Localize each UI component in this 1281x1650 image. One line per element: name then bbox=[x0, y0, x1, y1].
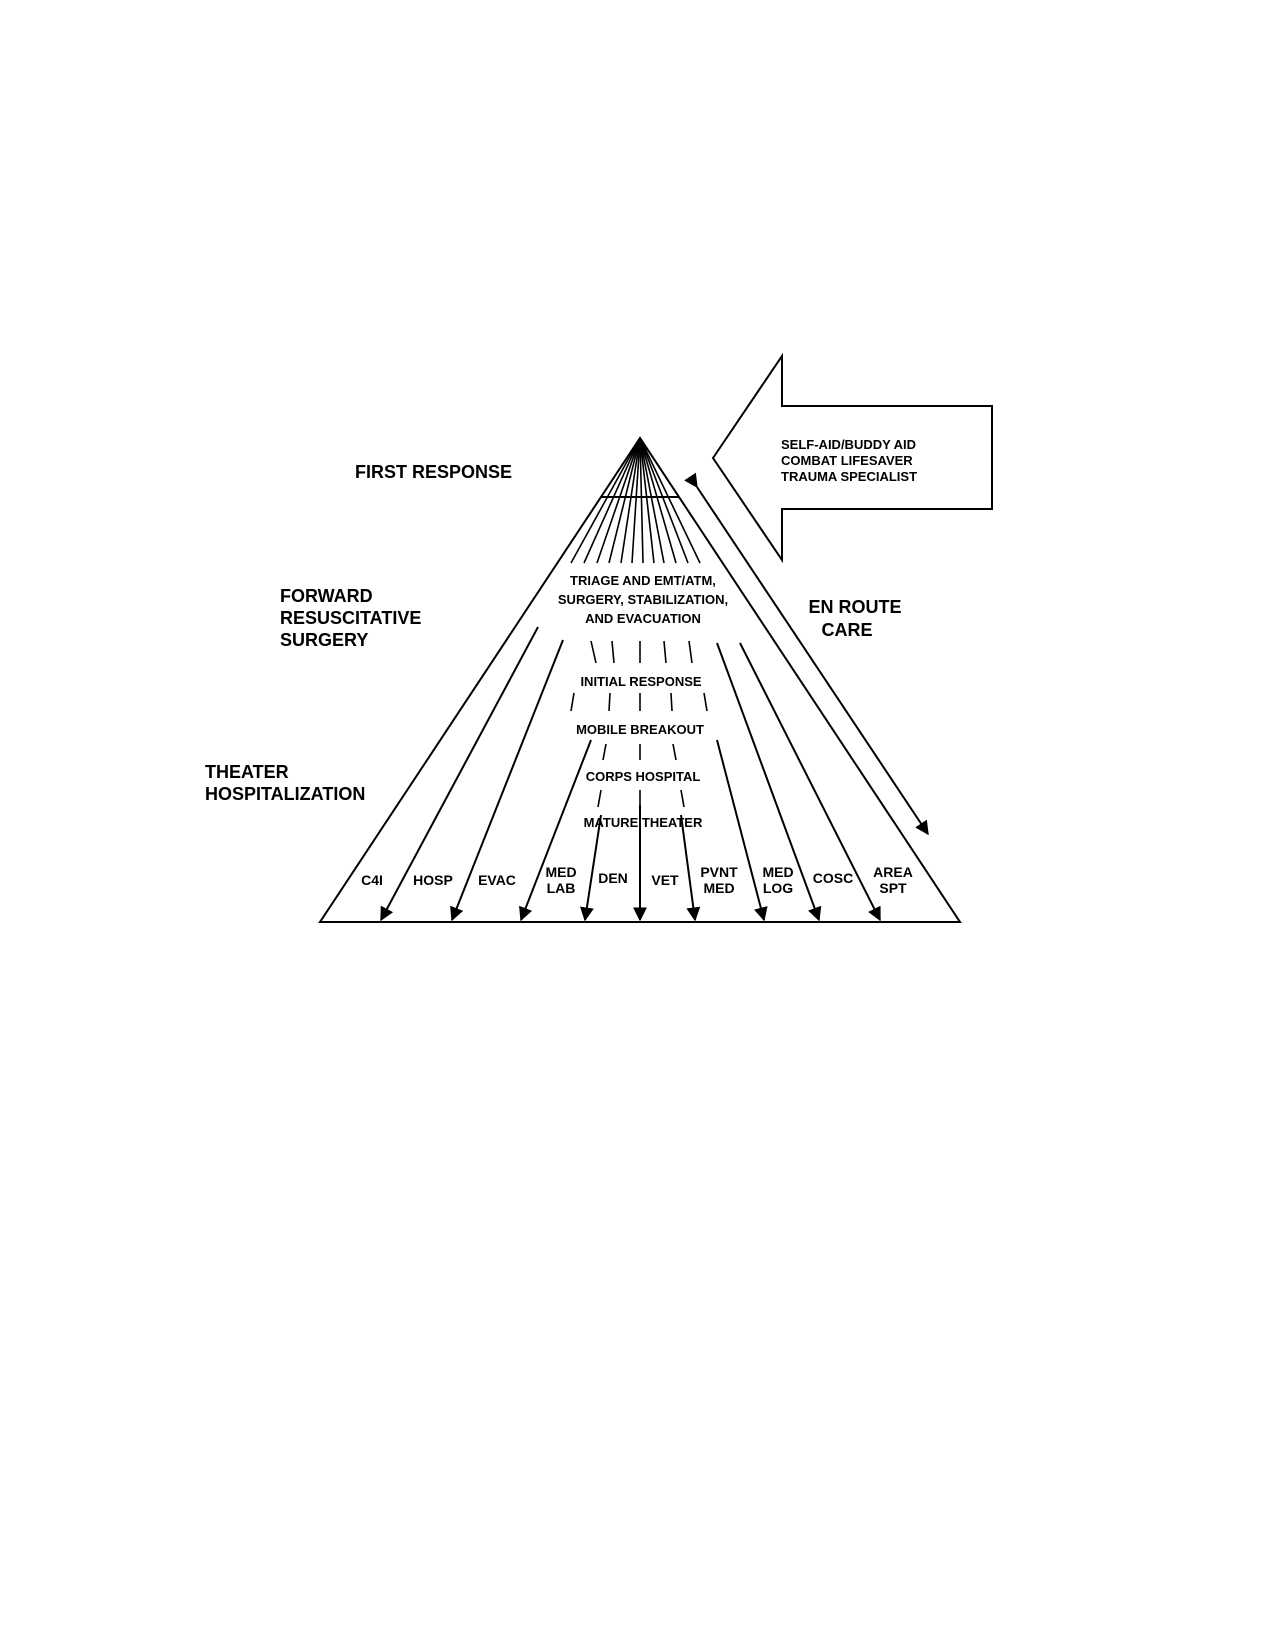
fan-line bbox=[608, 437, 641, 564]
dash-segment bbox=[670, 692, 673, 712]
function-label-area-spt: AREA bbox=[873, 864, 913, 880]
fan-line bbox=[639, 437, 665, 564]
label-en-route-line-1: EN ROUTE bbox=[808, 597, 901, 617]
fan-line bbox=[639, 437, 689, 564]
function-arrow bbox=[450, 639, 564, 922]
label-forward-line-3: SURGERY bbox=[280, 630, 368, 650]
dash-segment bbox=[611, 640, 615, 664]
function-label-med-lab: LAB bbox=[547, 880, 576, 896]
dash-segment bbox=[570, 692, 575, 712]
level-corps-hospital: CORPS HOSPITAL bbox=[586, 769, 701, 784]
level-mobile-breakout: MOBILE BREAKOUT bbox=[576, 722, 704, 737]
function-arrow bbox=[579, 814, 602, 922]
level-initial-response: INITIAL RESPONSE bbox=[580, 674, 701, 689]
function-label-vet: VET bbox=[651, 872, 679, 888]
fan-line bbox=[570, 437, 641, 564]
function-label-pvnt-med: MED bbox=[703, 880, 734, 896]
dash-segment bbox=[663, 640, 667, 664]
triage-line-3: AND EVACUATION bbox=[585, 611, 701, 626]
function-arrow bbox=[519, 739, 592, 922]
dash-segment bbox=[608, 692, 611, 712]
function-label-med-log: LOG bbox=[763, 880, 793, 896]
dash-segment bbox=[602, 743, 607, 761]
dash-segment bbox=[597, 789, 602, 808]
label-forward-line-2: RESUSCITATIVE bbox=[280, 608, 421, 628]
fan-line bbox=[631, 437, 641, 564]
fan-line bbox=[620, 437, 641, 564]
function-arrow bbox=[739, 642, 881, 922]
first-response-callout-arrow bbox=[711, 352, 993, 564]
callout-line-2: COMBAT LIFESAVER bbox=[781, 453, 913, 468]
function-label-c4i: C4I bbox=[361, 872, 383, 888]
dash-segment bbox=[680, 789, 685, 808]
triage-line-2: SURGERY, STABILIZATION, bbox=[558, 592, 728, 607]
callout-line-3: TRAUMA SPECIALIST bbox=[781, 469, 917, 484]
fan-line bbox=[596, 437, 641, 564]
dash-segment bbox=[688, 640, 693, 664]
function-label-den: DEN bbox=[598, 870, 628, 886]
label-theater-line-2: HOSPITALIZATION bbox=[205, 784, 365, 804]
function-arrow bbox=[680, 814, 701, 922]
fan-line bbox=[639, 437, 655, 564]
fan-line bbox=[583, 437, 641, 564]
callout-line-1: SELF-AID/BUDDY AID bbox=[781, 437, 916, 452]
label-forward-line-1: FORWARD bbox=[280, 586, 373, 606]
function-label-evac: EVAC bbox=[478, 872, 516, 888]
function-label-pvnt-med: PVNT bbox=[700, 864, 738, 880]
level-mature-theater: MATURE THEATER bbox=[584, 815, 703, 830]
dash-segment bbox=[703, 692, 708, 712]
dash-segment bbox=[590, 640, 597, 664]
function-label-area-spt: SPT bbox=[879, 880, 907, 896]
function-label-med-log: MED bbox=[762, 864, 793, 880]
function-label-cosc: COSC bbox=[813, 870, 853, 886]
label-theater-line-1: THEATER bbox=[205, 762, 289, 782]
fan-line bbox=[639, 437, 644, 564]
function-label-hosp: HOSP bbox=[413, 872, 453, 888]
function-label-med-lab: MED bbox=[545, 864, 576, 880]
label-en-route-line-2: CARE bbox=[821, 620, 872, 640]
function-arrow bbox=[380, 626, 539, 922]
label-first-response: FIRST RESPONSE bbox=[355, 462, 512, 482]
fan-line bbox=[639, 437, 677, 564]
en-route-care-arrow bbox=[684, 472, 929, 836]
triage-line-1: TRIAGE AND EMT/ATM, bbox=[570, 573, 716, 588]
dash-segment bbox=[672, 743, 677, 761]
